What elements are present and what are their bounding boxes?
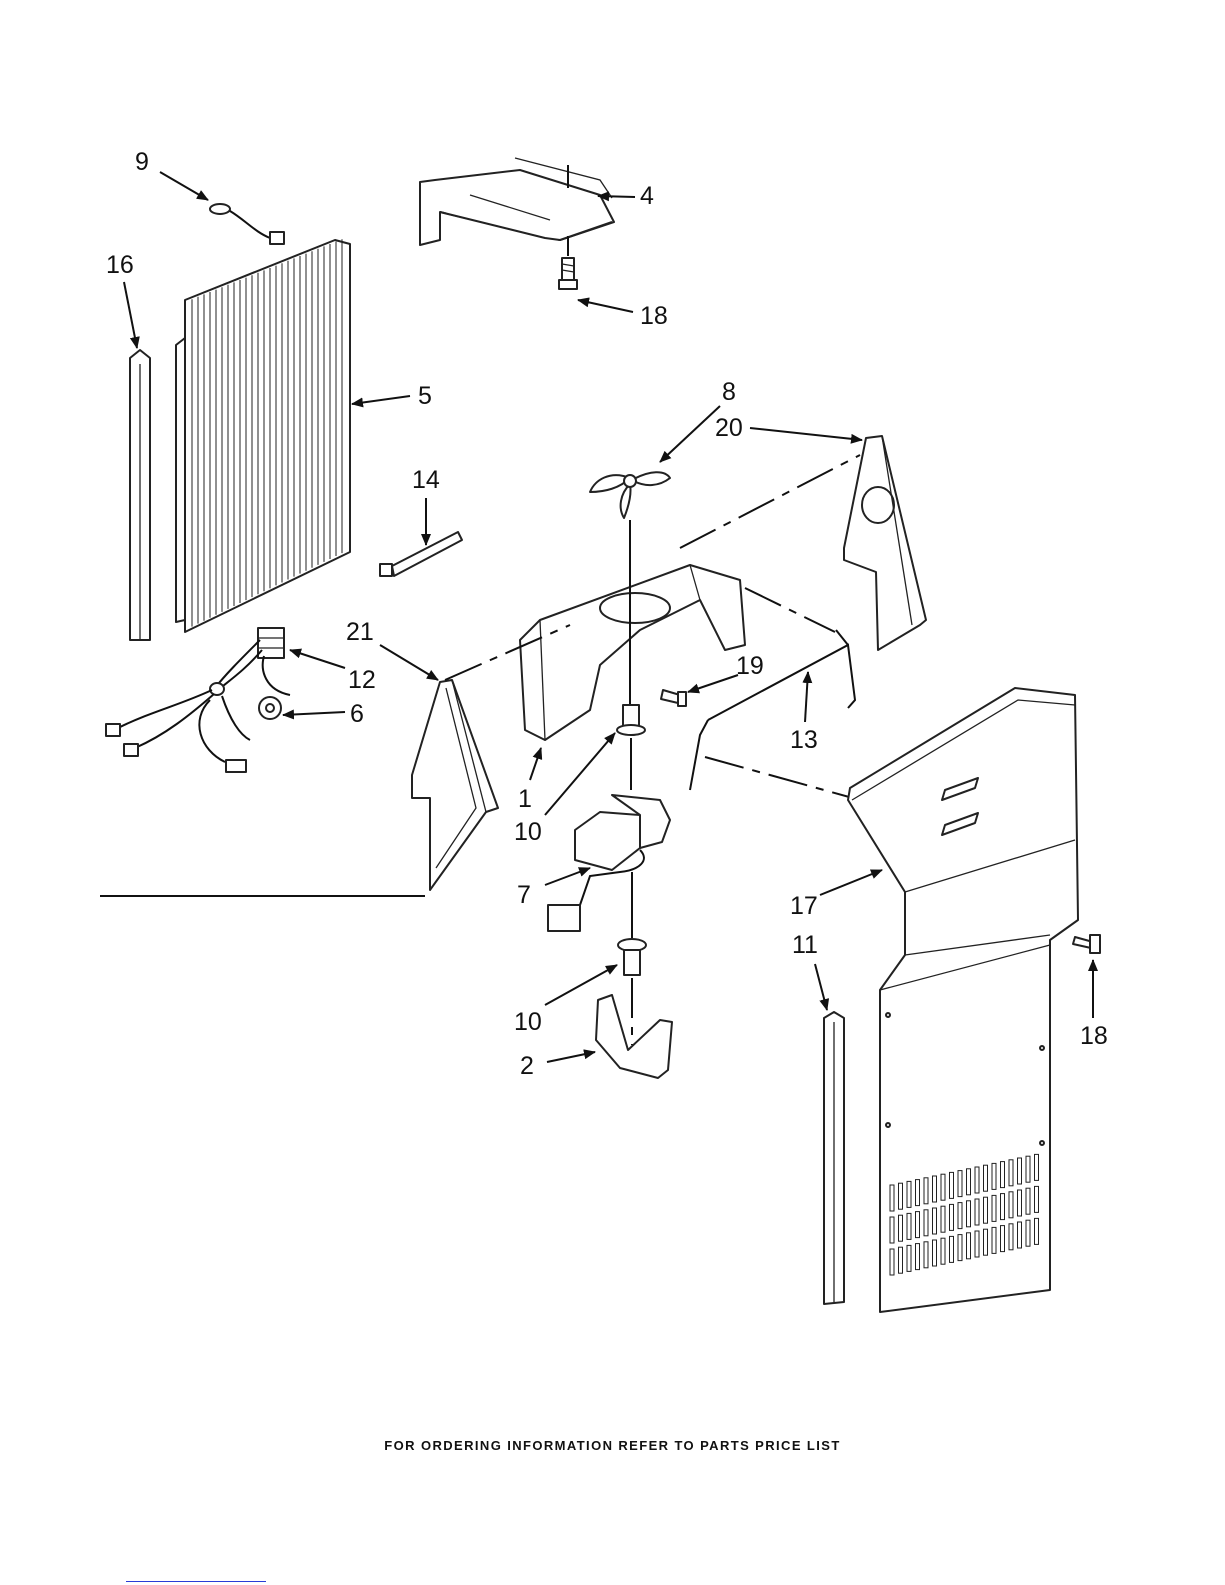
part-17-rear-cover: [848, 688, 1078, 1312]
callout-21: 21: [346, 618, 374, 646]
alignment-line-20: [680, 455, 860, 548]
part-5-evaporator-panel: [176, 239, 350, 632]
part-6-grommet: [259, 697, 281, 719]
part-11-strip: [824, 1012, 844, 1304]
part-19-screw: [661, 690, 686, 706]
callout-5: 5: [418, 382, 432, 410]
part-13-wire-bracket: [690, 630, 855, 790]
callout-17: 17: [790, 892, 818, 920]
callout-12: 12: [348, 666, 376, 694]
part-16-strip: [130, 350, 150, 640]
callout-1: 1: [518, 785, 532, 813]
callout-4: 4: [640, 182, 654, 210]
part-10-bushing-upper: [617, 705, 645, 735]
part-18-screw-top: [559, 258, 577, 289]
alignment-line-17: [705, 757, 860, 800]
callout-10-lower: 10: [514, 1008, 542, 1036]
footer-ordering-note: FOR ORDERING INFORMATION REFER TO PARTS …: [0, 1438, 1225, 1453]
bottom-link-underline[interactable]: [126, 1581, 266, 1582]
part-7-fan-motor: [548, 795, 670, 931]
alignment-line-13: [745, 588, 835, 632]
part-2-motor-bracket: [596, 995, 672, 1078]
callout-20: 20: [715, 414, 743, 442]
callout-14: 14: [412, 466, 440, 494]
callout-11: 11: [792, 931, 818, 959]
callout-6: 6: [350, 700, 364, 728]
part-8-fan-blade: [590, 472, 670, 518]
part-18-screw-right: [1073, 935, 1100, 953]
callout-10-upper: 10: [514, 818, 542, 846]
callout-18-right: 18: [1080, 1022, 1108, 1050]
callout-9: 9: [135, 148, 149, 176]
callout-16: 16: [106, 251, 134, 279]
part-21-left-panel: [412, 680, 498, 890]
part-20-right-panel: [844, 436, 926, 650]
part-4-top-duct: [420, 158, 614, 245]
callout-19: 19: [736, 652, 764, 680]
callout-18-top: 18: [640, 302, 668, 330]
callout-7: 7: [517, 881, 531, 909]
callout-2: 2: [520, 1052, 534, 1080]
callout-13: 13: [790, 726, 818, 754]
part-10-bushing-lower: [618, 939, 646, 975]
callout-8: 8: [722, 378, 736, 406]
part-9-thermistor: [210, 204, 284, 244]
part-14-cable-tie: [380, 532, 462, 576]
